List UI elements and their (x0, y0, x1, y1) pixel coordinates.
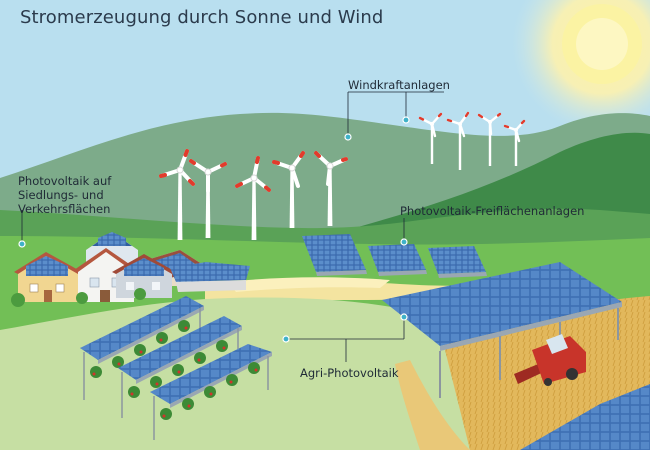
agri-dot-2 (400, 313, 408, 321)
foreground-pv (520, 384, 650, 450)
label-siedlung-line-3: Verkehrsflächen (18, 202, 111, 216)
back-turbines (418, 111, 526, 170)
label-windkraftanlagen: Windkraftanlagen (348, 78, 450, 92)
front-turbines (159, 149, 348, 240)
settlement-houses (11, 232, 250, 307)
wind-dot-1 (344, 133, 352, 141)
label-photovoltaik-freiflaechen: Photovoltaik-Freiflächenanlagen (400, 204, 584, 218)
elevated-pv-array (382, 262, 622, 398)
label-windkraftanlagen-text: Windkraftanlagen (348, 78, 450, 92)
label-freiflaechen-text: Photovoltaik-Freiflächenanlagen (400, 204, 585, 218)
label-agri-photovoltaik: Agri-Photovoltaik (300, 366, 399, 380)
label-siedlung-line-2: Siedlungs- und (18, 188, 104, 202)
road-bright (228, 277, 390, 292)
label-agri-text: Agri-Photovoltaik (300, 366, 399, 380)
label-leaders (21, 91, 444, 362)
settlement-dot (18, 240, 26, 248)
label-photovoltaik-siedlung: Photovoltaik auf Siedlungs- und Verkehrs… (18, 174, 111, 216)
wind-dot-2 (402, 116, 410, 124)
page-title: Stromerzeugung durch Sonne und Wind (20, 7, 384, 28)
label-siedlung-line-1: Photovoltaik auf (18, 174, 112, 188)
freiflaechen-arrays (302, 234, 487, 278)
freiflaechen-dot (400, 238, 408, 246)
label-dots (18, 116, 410, 343)
combine-harvester (514, 334, 586, 386)
agri-pv-rows (80, 296, 272, 440)
agri-dot-1 (282, 335, 290, 343)
